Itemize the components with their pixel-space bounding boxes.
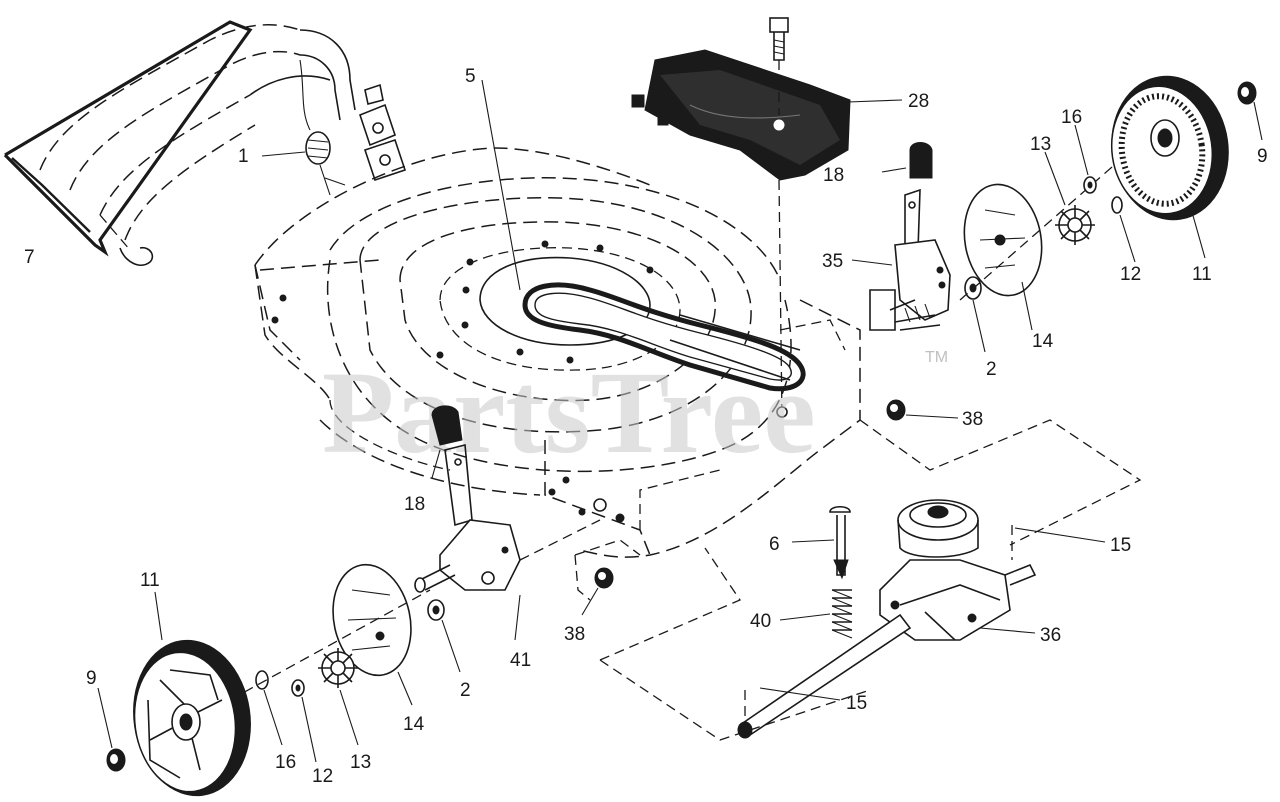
bail-wire	[3, 20, 253, 257]
callout-7: 7	[24, 247, 35, 268]
callout-12-right: 12	[1120, 264, 1141, 285]
callout-38-right: 38	[962, 409, 983, 430]
callout-18-right: 18	[823, 165, 844, 186]
drive-belt	[481, 79, 806, 392]
callout-9-right: 9	[1257, 146, 1268, 167]
callout-1: 1	[238, 146, 249, 167]
watermark: PartsTree TM	[322, 347, 948, 478]
callout-12-left: 12	[312, 766, 333, 787]
right-height-adjuster	[851, 142, 986, 353]
callout-14-left: 14	[403, 714, 425, 735]
callout-2-left: 2	[460, 680, 471, 701]
left-height-adjuster	[414, 405, 641, 673]
belt-cover	[631, 17, 903, 421]
callout-40: 40	[750, 611, 771, 632]
watermark-trademark: TM	[925, 349, 948, 366]
mower-deck	[254, 147, 861, 558]
callout-16-right: 16	[1061, 107, 1082, 128]
callout-13-left: 13	[350, 752, 371, 773]
drive-assembly	[599, 399, 1142, 741]
callout-38-left: 38	[564, 624, 585, 645]
callout-28: 28	[908, 91, 929, 112]
callout-11-left: 11	[140, 570, 160, 591]
callout-2-right: 2	[986, 359, 997, 380]
callout-36: 36	[1040, 625, 1061, 646]
part-callouts: 1 7 5 28 18 18 35 13 16 9 11 12 14 2 38 …	[24, 66, 1268, 787]
callout-15-lower: 15	[846, 693, 867, 714]
callout-11-right: 11	[1192, 264, 1212, 285]
callout-13-right: 13	[1030, 134, 1051, 155]
callout-15-upper: 15	[1110, 535, 1131, 556]
callout-9-left: 9	[86, 668, 97, 689]
callout-18-left: 18	[404, 494, 425, 515]
handle-assembly	[3, 20, 407, 266]
callout-41: 41	[510, 650, 531, 671]
watermark-text: PartsTree	[322, 347, 816, 478]
right-wheel-assembly	[959, 75, 1263, 331]
callout-14-right: 14	[1032, 331, 1054, 352]
callout-5: 5	[465, 66, 476, 87]
left-wheel-assembly	[97, 563, 431, 797]
callout-6: 6	[769, 534, 780, 555]
callout-16-left: 16	[275, 752, 296, 773]
callout-35: 35	[822, 251, 843, 272]
